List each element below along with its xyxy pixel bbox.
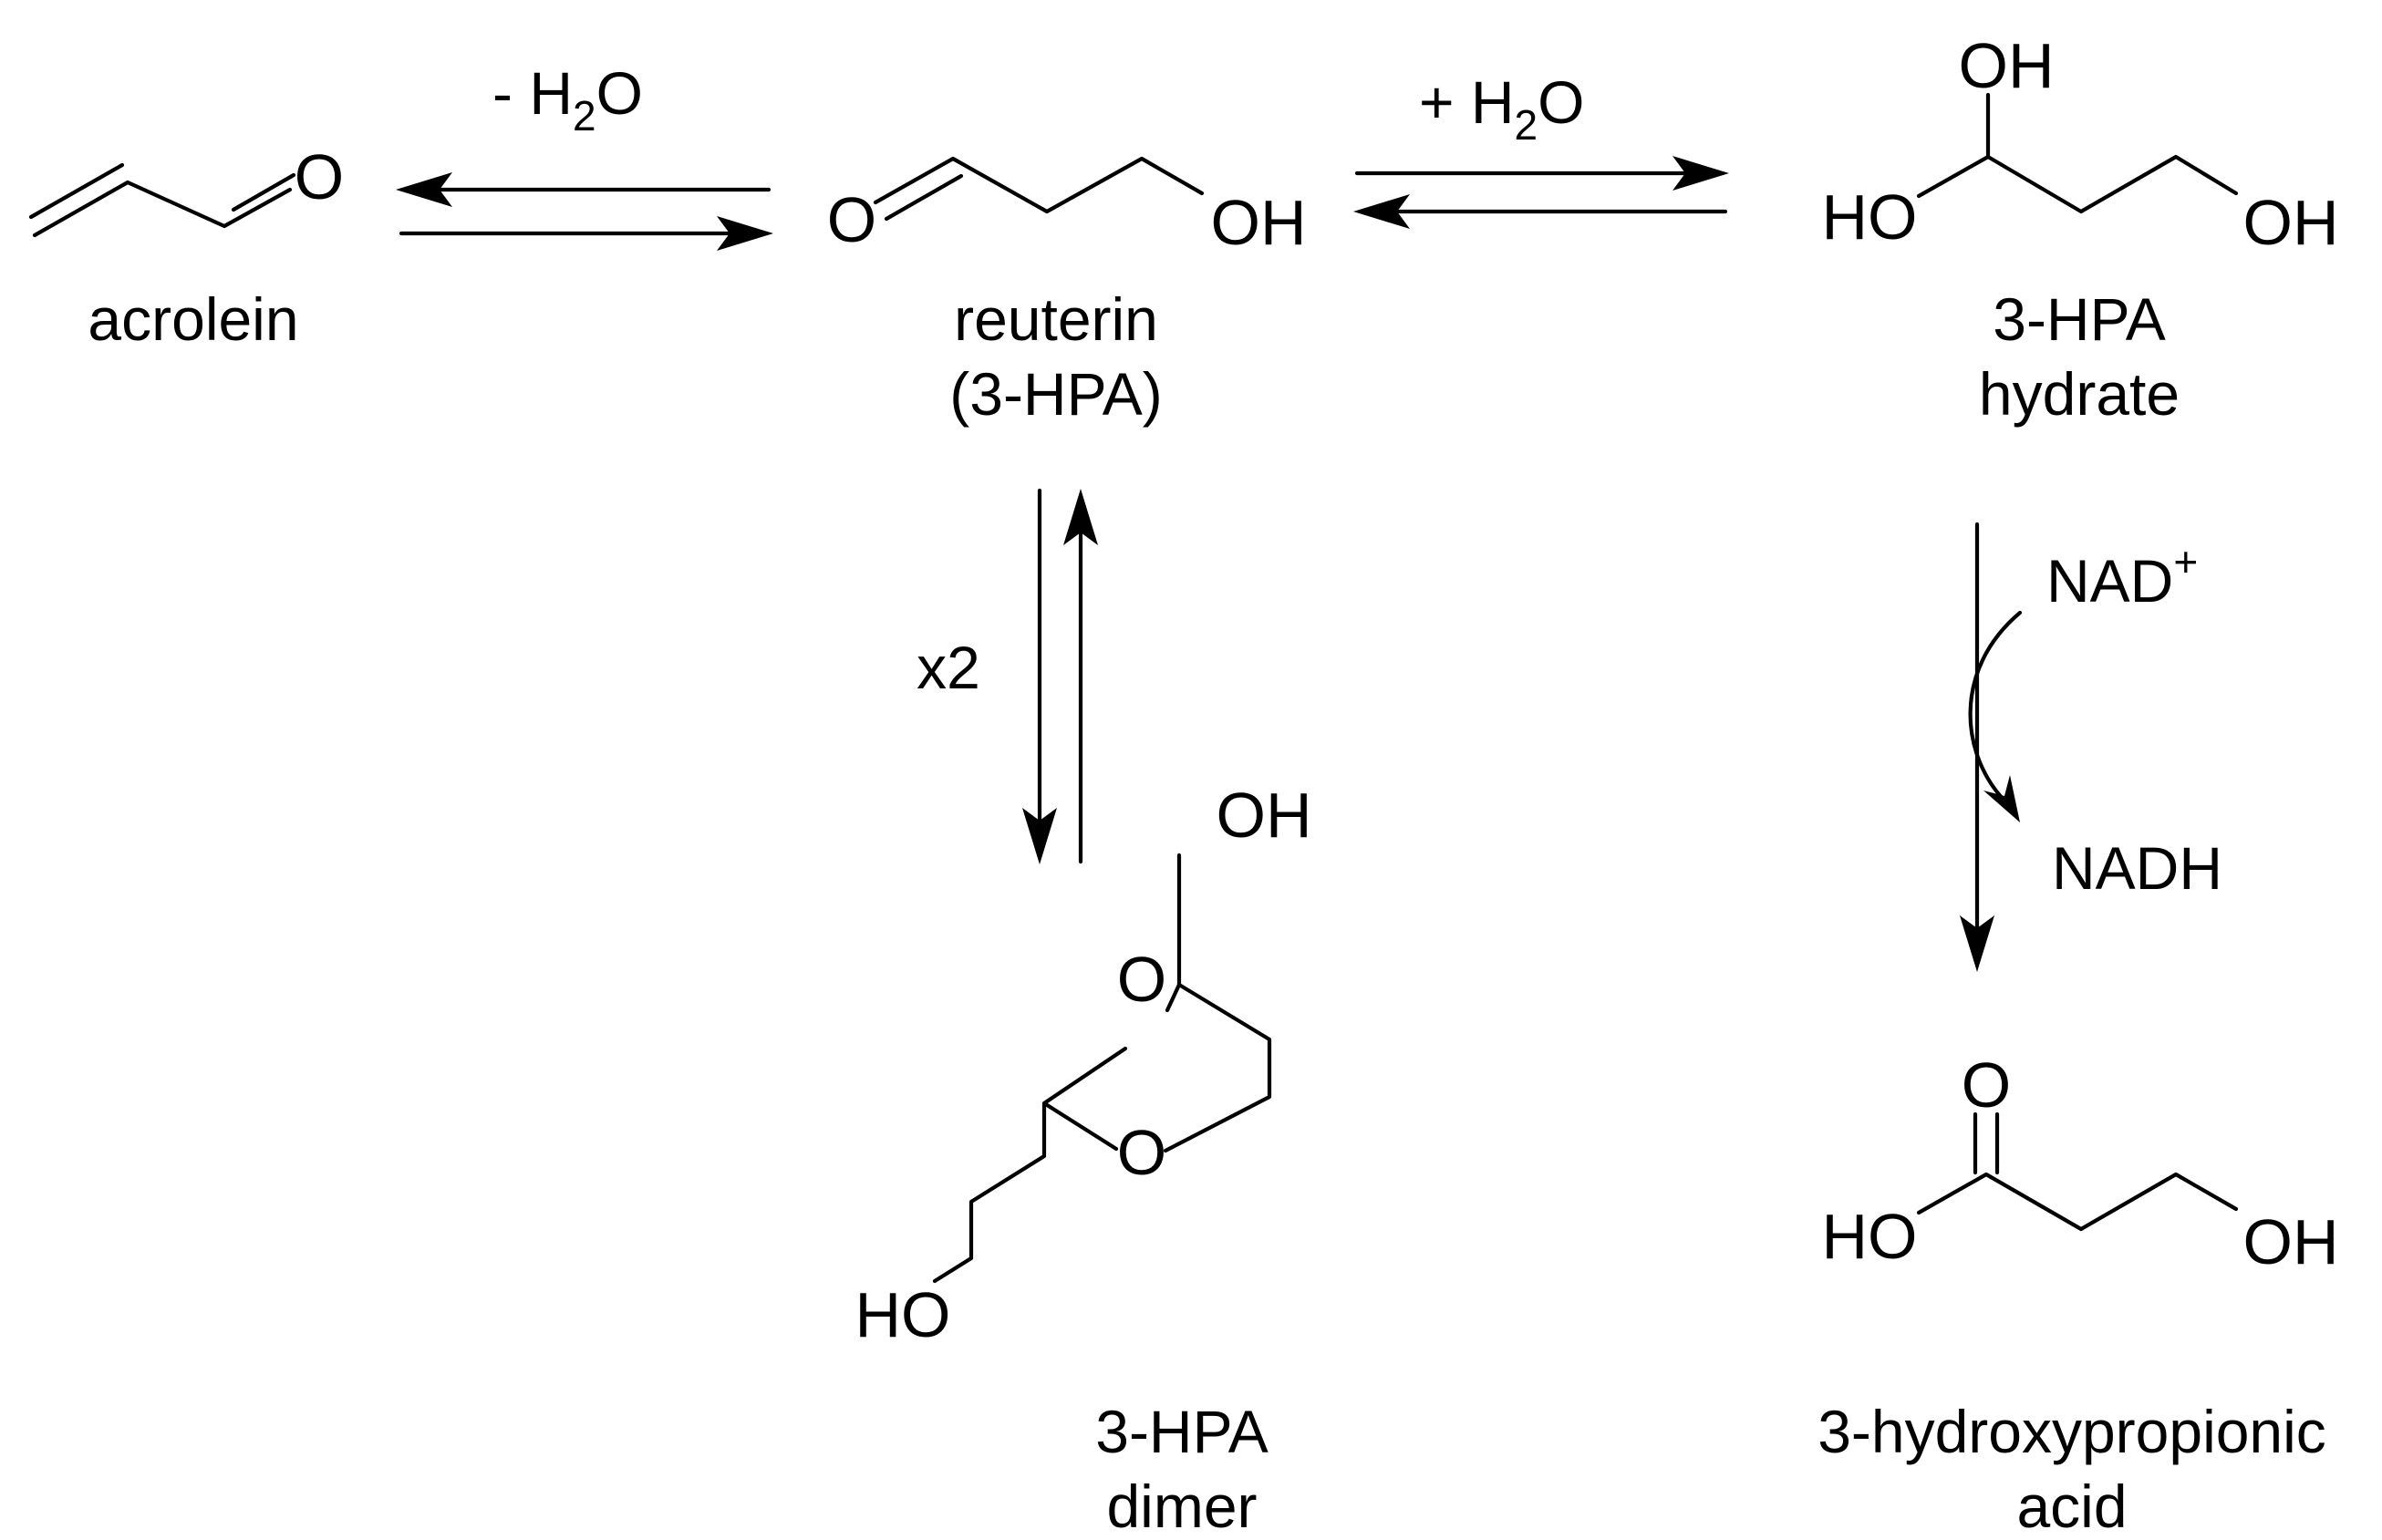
dimerization-condition: x2 xyxy=(917,634,980,701)
acrolein-structure: O xyxy=(28,141,344,238)
arrow-to-acrolein-head xyxy=(396,172,452,207)
reuterin-label: reuterin xyxy=(954,285,1158,353)
dimer-terminal-hydroxyl: HO xyxy=(855,1279,951,1350)
acrolein-skeleton xyxy=(32,180,293,238)
acid-label-line2: acid xyxy=(2016,1473,2127,1540)
acrolein-oxygen: O xyxy=(295,141,344,212)
hydrate-left-hydroxyl: HO xyxy=(1822,181,1918,253)
cofactor-nad-plus: NAD+ xyxy=(2046,538,2198,615)
dehydration-condition: - H2O xyxy=(492,59,643,140)
dimer-ring-oxygen-3: O xyxy=(1117,1117,1166,1188)
hydration-equilibrium-arrows xyxy=(1353,156,1729,229)
acrolein-carbonyl-double-bond xyxy=(231,172,296,212)
hydrate-label-line2: hydrate xyxy=(1979,360,2180,428)
cofactor-curved-arrow xyxy=(1968,610,2023,805)
dimerization-equilibrium-arrows xyxy=(1022,488,1098,864)
dimer-label-line1: 3-HPA xyxy=(1095,1398,1269,1465)
dimer-label-line2: dimer xyxy=(1106,1473,1257,1540)
acid-structure: O HO OH xyxy=(1822,1049,2339,1277)
hydration-condition: + H2O xyxy=(1419,68,1584,149)
dimer-ring-oxygen-1: O xyxy=(1117,944,1166,1015)
hydrate-right-hydroxyl: OH xyxy=(2243,187,2339,258)
arrow-to-reuterin-from-hydrate-head xyxy=(1353,194,1410,229)
acrolein-label: acrolein xyxy=(88,285,298,353)
dehydration-equilibrium-arrows xyxy=(396,172,773,251)
arrow-to-reuterin-from-dimer-head xyxy=(1063,489,1098,545)
reuterin-oxygen: O xyxy=(827,184,876,255)
arrow-to-acid-head xyxy=(1960,915,1994,972)
hydrate-skeleton xyxy=(1916,154,2239,214)
hydrate-label-line1: 3-HPA xyxy=(1993,285,2166,353)
reuterin-structure: O OH xyxy=(827,156,1307,258)
acid-carboxyl-hydroxyl: HO xyxy=(1822,1201,1918,1272)
reuterin-abbreviation: (3-HPA) xyxy=(949,360,1162,428)
acid-carbonyl-double-bond xyxy=(1973,1111,2000,1175)
reuterin-carbonyl-double-bond xyxy=(873,156,964,222)
acid-terminal-hydroxyl: OH xyxy=(2243,1206,2339,1277)
acid-label-line1: 3-hydroxypropionic xyxy=(1818,1398,2326,1465)
oxidation-arrow xyxy=(1960,522,2023,972)
acid-carbonyl-oxygen: O xyxy=(1962,1049,2011,1121)
acid-skeleton xyxy=(1916,1172,2239,1232)
hydrate-top-hydroxyl: OH xyxy=(1959,30,2055,101)
arrow-to-reuterin-head xyxy=(717,216,773,251)
cofactor-curved-arrow-head xyxy=(1983,775,2020,822)
arrow-to-dimer-head xyxy=(1022,808,1057,864)
dimer-hydroxyl: OH xyxy=(1217,780,1312,851)
dimer-structure: OH O O HO xyxy=(855,780,1312,1350)
reuterin-skeleton xyxy=(950,156,1205,214)
reuterin-hydroxyl: OH xyxy=(1211,187,1307,258)
cofactor-nadh: NADH xyxy=(2052,834,2222,902)
arrow-to-hydrate-head xyxy=(1673,156,1729,191)
acrolein-vinyl-double-bond xyxy=(28,162,125,220)
hydrate-structure: OH HO OH xyxy=(1822,30,2339,258)
dimer-ring-and-chain xyxy=(932,982,1272,1284)
